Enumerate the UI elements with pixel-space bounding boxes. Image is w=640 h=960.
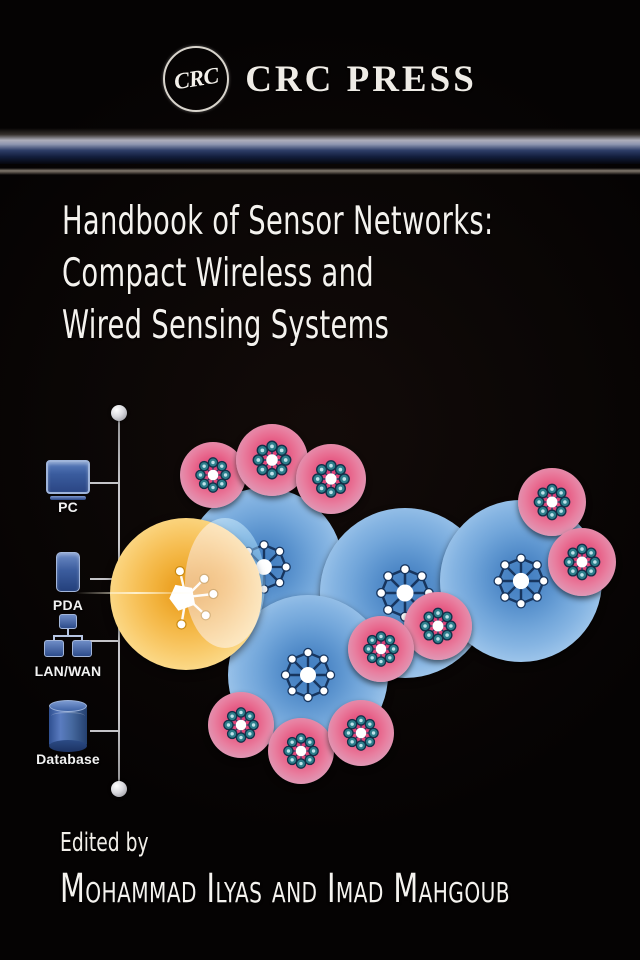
network-cell-pink bbox=[518, 468, 586, 536]
gateway-beam-horizontal bbox=[76, 592, 196, 594]
device-pda: PDA bbox=[25, 546, 111, 613]
network-cell-pink bbox=[268, 718, 334, 784]
database-icon bbox=[25, 700, 111, 752]
network-cell-pink bbox=[296, 444, 366, 514]
device-lanwan: LAN/WAN bbox=[25, 612, 111, 679]
mesh-topology-icon bbox=[533, 483, 571, 521]
network-cell-pink bbox=[208, 692, 274, 758]
editor-names: Mohammad Ilyas and Imad Mahgoub bbox=[60, 866, 510, 912]
network-cell-pink bbox=[548, 528, 616, 596]
publisher-logo: CRC CRC PRESS bbox=[0, 44, 640, 114]
mesh-topology-icon bbox=[343, 715, 379, 751]
mesh-topology-icon bbox=[312, 460, 350, 498]
device-label-pc: PC bbox=[58, 499, 78, 515]
mesh-topology-icon bbox=[363, 631, 399, 667]
device-label-pda: PDA bbox=[52, 597, 84, 613]
mesh-topology-icon bbox=[563, 543, 601, 581]
network-cell-pink bbox=[348, 616, 414, 682]
title-line-3: Wired Sensing Systems bbox=[62, 303, 390, 348]
mesh-topology-icon bbox=[283, 733, 319, 769]
crc-wordmark: CRC PRESS bbox=[245, 58, 477, 100]
title-line-1: Handbook of Sensor Networks: bbox=[62, 199, 494, 244]
network-icon bbox=[25, 612, 111, 658]
crc-circle-logo: CRC bbox=[163, 46, 230, 112]
rail-knob-top-icon bbox=[111, 405, 127, 421]
divider-band bbox=[0, 128, 640, 164]
mesh-topology-icon bbox=[419, 607, 457, 645]
device-database: Database bbox=[25, 700, 111, 767]
pda-icon bbox=[25, 546, 111, 592]
title-line-2: Compact Wireless and bbox=[62, 251, 374, 296]
page-title: Handbook of Sensor Networks: Compact Wir… bbox=[62, 196, 592, 352]
network-cell-pink bbox=[404, 592, 472, 660]
crc-logo-text: CRC bbox=[172, 62, 221, 95]
device-pc: PC bbox=[25, 448, 111, 515]
cover-illustration: PC PDA LAN/WAN bbox=[0, 400, 640, 810]
rail-knob-bottom-icon bbox=[111, 781, 127, 797]
cell-overlap-region bbox=[185, 518, 265, 648]
device-label-lanwan: LAN/WAN bbox=[34, 663, 102, 679]
monitor-icon bbox=[25, 448, 111, 500]
network-cell-pink bbox=[328, 700, 394, 766]
edited-by-label: Edited by bbox=[60, 828, 149, 858]
device-label-database: Database bbox=[36, 751, 100, 767]
divider-rule bbox=[0, 168, 640, 175]
editors-block: Edited by Mohammad Ilyas and Imad Mahgou… bbox=[60, 828, 600, 912]
mesh-topology-icon bbox=[223, 707, 259, 743]
